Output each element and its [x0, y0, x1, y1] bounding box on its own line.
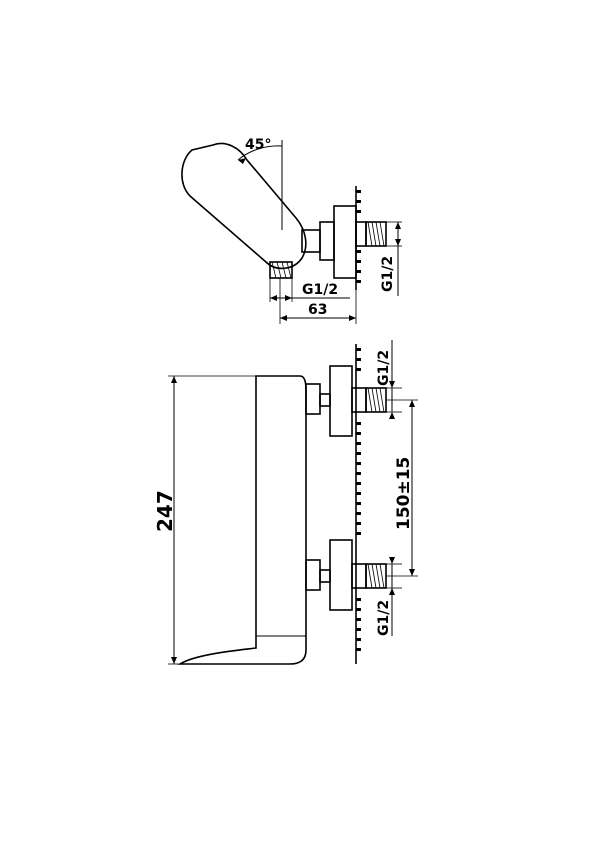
thread-left-label: G1/2: [302, 282, 338, 298]
thread-right: [365, 221, 387, 247]
thread-right-label: G1/2: [380, 256, 396, 292]
angle-arc: [237, 145, 283, 161]
wall-hatch-top: [355, 186, 361, 290]
spacing-label: 150±15: [394, 457, 414, 530]
angle-label: 45°: [245, 137, 271, 153]
eccentric-bottom-flange: [329, 539, 353, 611]
width-label: 63: [308, 302, 327, 318]
thread-bottom-side: [365, 563, 387, 589]
mount-flange: [319, 221, 335, 261]
thread-bottom-label: G1/2: [376, 600, 392, 636]
eccentric-bottom-small: [319, 569, 331, 583]
connector-right: [355, 221, 367, 247]
height-label: 247: [153, 490, 177, 532]
thread-top-label: G1/2: [376, 350, 392, 386]
eccentric-top-pipe: [351, 387, 367, 413]
handle-body: [181, 142, 307, 270]
eccentric-top-small: [319, 393, 331, 407]
mount-plate: [333, 205, 357, 279]
side-view: 247 G1/2 150±15 G1/2: [153, 340, 418, 665]
wall-hatch-side: [355, 344, 361, 664]
eccentric-top-nut: [305, 383, 321, 415]
eccentric-bottom-pipe: [351, 563, 367, 589]
top-view: 45°: [181, 137, 402, 324]
mixer-body: [177, 375, 307, 665]
thread-bottom: [269, 261, 293, 279]
angle-arrow: [238, 158, 246, 164]
thread-top-side: [365, 387, 387, 413]
eccentric-top-flange: [329, 365, 353, 437]
eccentric-bottom-nut: [305, 559, 321, 591]
